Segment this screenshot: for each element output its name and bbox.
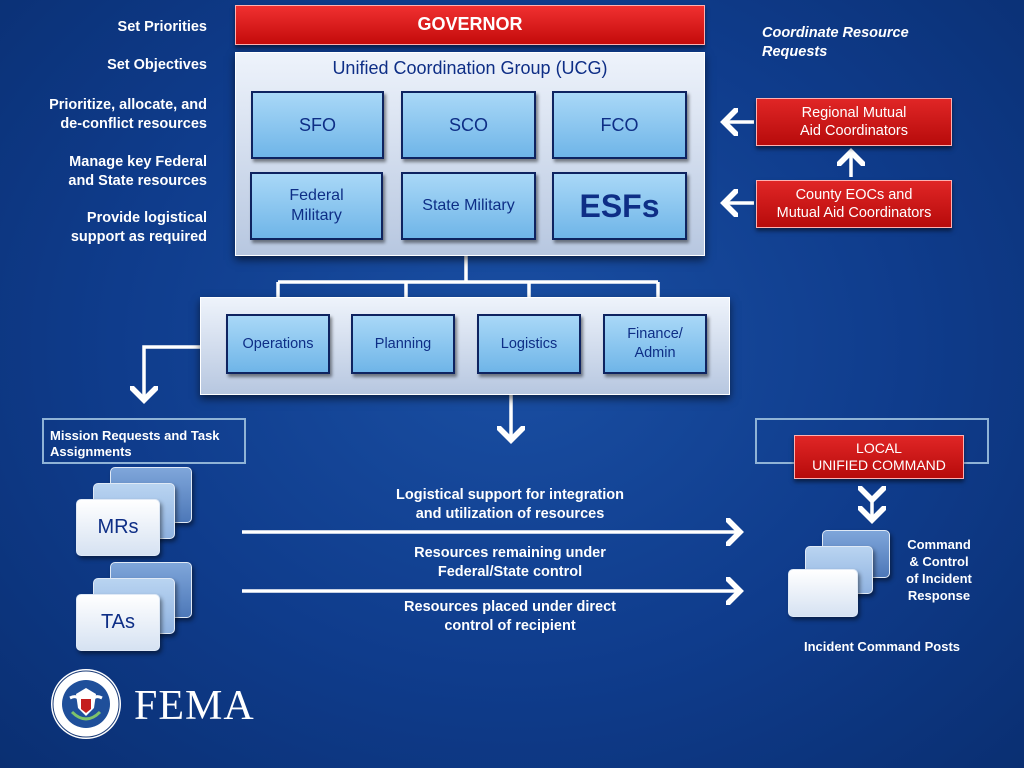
flow-text-logistical: Logistical support for integration and u…	[396, 487, 624, 522]
flow-text-placed: Resources placed under direct control of…	[404, 599, 616, 634]
county-eocs-box: County EOCs and Mutual Aid Coordinators	[756, 180, 952, 228]
icp-card-front	[788, 569, 858, 617]
state-military-box: State Military	[401, 172, 536, 240]
regional-mutual-aid-box: Regional Mutual Aid Coordinators	[756, 98, 952, 146]
tas-card-front: TAs	[76, 594, 160, 651]
operations-box: Operations	[226, 314, 330, 374]
esfs-box: ESFs	[552, 172, 687, 240]
flow-text-remaining: Resources remaining under Federal/State …	[414, 545, 606, 580]
responsibility-item: Provide logistical support as required	[70, 210, 207, 245]
responsibility-item: Manage key Federal and State resources	[68, 154, 207, 189]
responsibility-item: Set Priorities	[117, 19, 207, 35]
planning-box: Planning	[351, 314, 455, 374]
fco-box: FCO	[552, 91, 687, 159]
sfo-box: SFO	[251, 91, 384, 159]
sections-to-mission-arrow	[144, 345, 200, 400]
finance-admin-box: Finance/ Admin	[603, 314, 707, 374]
sco-box: SCO	[401, 91, 536, 159]
governor-box: GOVERNOR	[235, 5, 705, 45]
command-control-label: Command & Control of Incident Response	[906, 537, 972, 603]
local-unified-command-box: LOCAL UNIFIED COMMAND	[794, 435, 964, 479]
coordinate-resource-label: Coordinate Resource Requests	[762, 25, 909, 60]
mrs-card-front: MRs	[76, 499, 160, 556]
logistics-box: Logistics	[477, 314, 581, 374]
dhs-seal-icon	[50, 668, 122, 740]
federal-military-box: Federal Military	[250, 172, 383, 240]
responsibility-item: Prioritize, allocate, and de-conflict re…	[49, 97, 207, 132]
tas-label: TAs	[100, 611, 136, 633]
ucg-title: Unified Coordination Group (UCG)	[332, 58, 608, 78]
fema-wordmark: FEMA	[134, 683, 255, 729]
mission-requests-label: Mission Requests and Task Assignments	[50, 428, 220, 459]
mrs-label: MRs	[97, 516, 139, 538]
mission-requests-box: Mission Requests and Task Assignments	[42, 418, 246, 464]
incident-command-posts-label: Incident Command Posts	[803, 639, 961, 654]
responsibility-item: Set Objectives	[107, 57, 207, 73]
